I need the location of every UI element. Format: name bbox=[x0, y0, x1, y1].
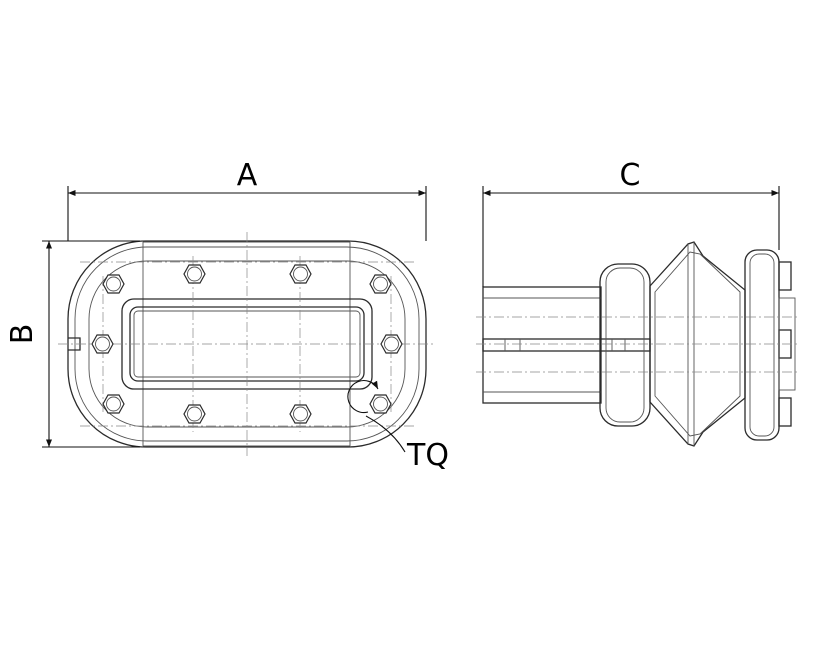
side-view bbox=[476, 241, 800, 447]
dimension-c: C bbox=[482, 158, 780, 287]
dimension-label-a: A bbox=[237, 158, 258, 193]
bolt-hex-9 bbox=[289, 404, 312, 424]
flange-ring-right-inner bbox=[749, 253, 775, 437]
bolt-hex-6 bbox=[380, 334, 403, 354]
flange-ring-left-inner bbox=[605, 267, 645, 423]
bolt-hex-8 bbox=[183, 404, 206, 424]
dimension-label-b: B bbox=[5, 324, 40, 345]
bolt-hex-5 bbox=[91, 334, 114, 354]
bolt-hex-2 bbox=[183, 264, 206, 284]
conical-horn-inner bbox=[654, 251, 741, 437]
tq-leader-line bbox=[365, 415, 406, 453]
bolt-hex-7 bbox=[102, 394, 125, 414]
front-view bbox=[58, 232, 436, 456]
bolt-hex-4 bbox=[369, 274, 392, 294]
torque-label: TQ bbox=[406, 438, 449, 473]
dimension-label-c: C bbox=[620, 158, 641, 193]
side-bolt-head-top bbox=[778, 261, 792, 291]
bolt-hex-torque bbox=[369, 394, 392, 414]
bolt-hex-1 bbox=[102, 274, 125, 294]
waveguide-tube bbox=[482, 286, 602, 404]
dimension-b: B bbox=[5, 240, 140, 448]
dimension-a: A bbox=[67, 158, 427, 241]
bolt-hex-3 bbox=[289, 264, 312, 284]
torque-arrow-icon bbox=[347, 380, 379, 414]
side-bolt-head-bottom bbox=[778, 397, 792, 427]
